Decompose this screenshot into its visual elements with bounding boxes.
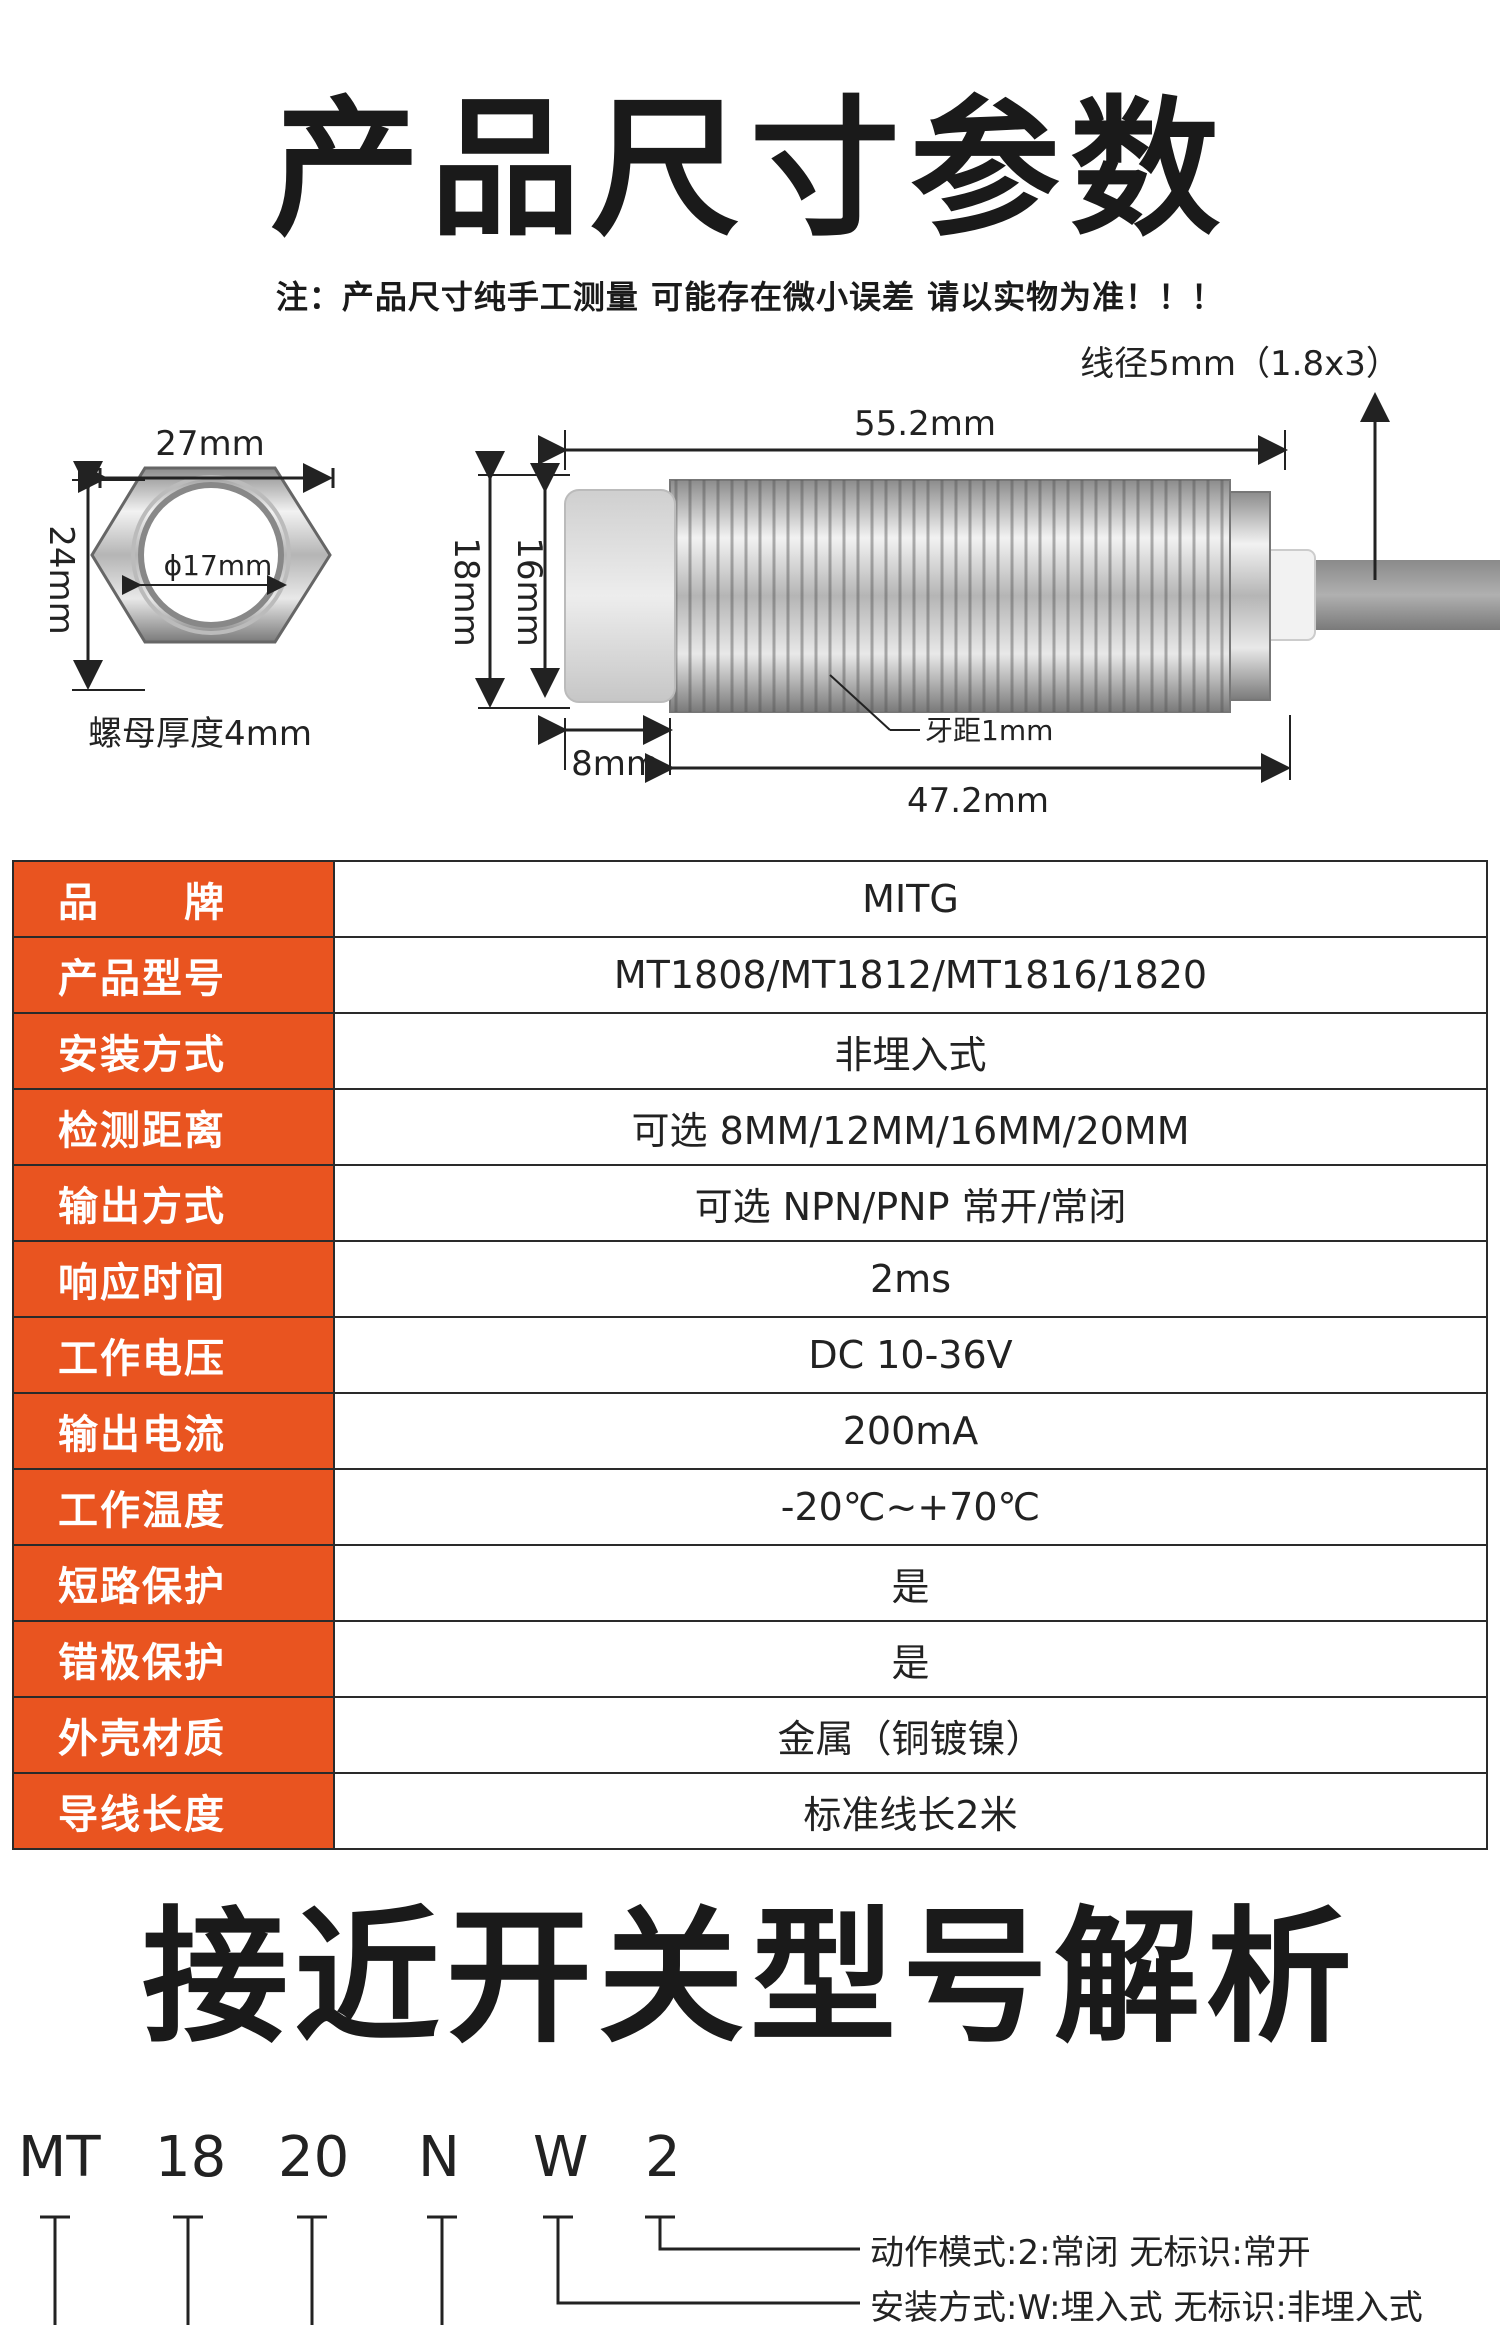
spec-key: 品 牌 [12,860,335,938]
nut-thickness-label: 螺母厚度4mm [88,714,312,754]
spec-value: DC 10-36V [333,1316,1488,1394]
model-code-install: W [533,2125,589,2190]
spec-value: MITG [333,860,1488,938]
table-row: 外壳材质金属（铜镀镍） [12,1696,1488,1774]
spec-value: 2ms [333,1240,1488,1318]
spec-key: 工作温度 [12,1468,335,1546]
spec-key: 外壳材质 [12,1696,335,1774]
table-row: 工作温度-20℃~+70℃ [12,1468,1488,1546]
spec-value: -20℃~+70℃ [333,1468,1488,1546]
table-row: 短路保护是 [12,1544,1488,1622]
spec-key: 错极保护 [12,1620,335,1698]
spec-key: 导线长度 [12,1772,335,1850]
spec-value: 200mA [333,1392,1488,1470]
cable-diameter-label: 线径5mm（1.8x3） [1080,344,1400,384]
model-code-output: N [418,2125,460,2190]
nut-width-label: 27mm [155,424,265,464]
spec-value: 可选 8MM/12MM/16MM/20MM [333,1088,1488,1166]
spec-value: 标准线长2米 [333,1772,1488,1850]
cap-length-label: 8mm [571,744,659,784]
spec-key: 产品型号 [12,936,335,1014]
thread-pitch-label: 牙距1mm [925,714,1053,747]
spec-value: MT1808/MT1812/MT1816/1820 [333,936,1488,1014]
spec-key: 短路保护 [12,1544,335,1622]
spec-key: 输出方式 [12,1164,335,1242]
dimension-diagram: 27mm 24mm ϕ17mm 螺母厚度4mm 线径5mm（1.8x3） 55.… [41,344,1500,821]
model-code-distance: 20 [278,2125,350,2190]
thread-length-label: 47.2mm [907,781,1049,821]
spec-value: 是 [333,1620,1488,1698]
cap-diameter-label: 16mm [509,537,549,647]
table-row: 检测距离可选 8MM/12MM/16MM/20MM [12,1088,1488,1166]
install-mode-description: 安装方式:W:埋入式 无标识:非埋入式 [870,2288,1423,2328]
page-title: 产品尺寸参数 [269,83,1230,257]
table-row: 安装方式非埋入式 [12,1012,1488,1090]
spec-value: 金属（铜镀镍） [333,1696,1488,1774]
spec-key: 安装方式 [12,1012,335,1090]
measurement-note: 注：产品尺寸纯手工测量 可能存在微小误差 请以实物为准！！！ [275,278,1225,316]
table-row: 输出方式可选 NPN/PNP 常开/常闭 [12,1164,1488,1242]
action-mode-description: 动作模式:2:常闭 无标识:常开 [870,2233,1311,2273]
model-code-breakdown: MT 18 20 N W 2 动作模式:2:常闭 无标识:常开 安装方式:W:埋… [0,2125,1500,2328]
spec-value: 可选 NPN/PNP 常开/常闭 [333,1164,1488,1242]
spec-key: 输出电流 [12,1392,335,1470]
model-code-leader-lines [40,2215,860,2325]
spec-key: 工作电压 [12,1316,335,1394]
spec-value: 是 [333,1544,1488,1622]
model-code-diameter: 18 [155,2125,227,2190]
model-code-series: MT [18,2125,101,2190]
nut-inner-label: ϕ17mm [164,549,273,582]
model-analysis-title: 接近开关型号解析 [142,1893,1358,2063]
nut-height-label: 24mm [41,525,81,635]
model-code-action: 2 [645,2125,681,2190]
total-length-label: 55.2mm [854,404,996,444]
table-row: 导线长度标准线长2米 [12,1772,1488,1850]
spec-value: 非埋入式 [333,1012,1488,1090]
body-diameter-label: 18mm [446,537,486,647]
spec-key: 检测距离 [12,1088,335,1166]
table-row: 错极保护是 [12,1620,1488,1698]
sensor-drawing [564,479,1500,713]
spec-key: 响应时间 [12,1240,335,1318]
